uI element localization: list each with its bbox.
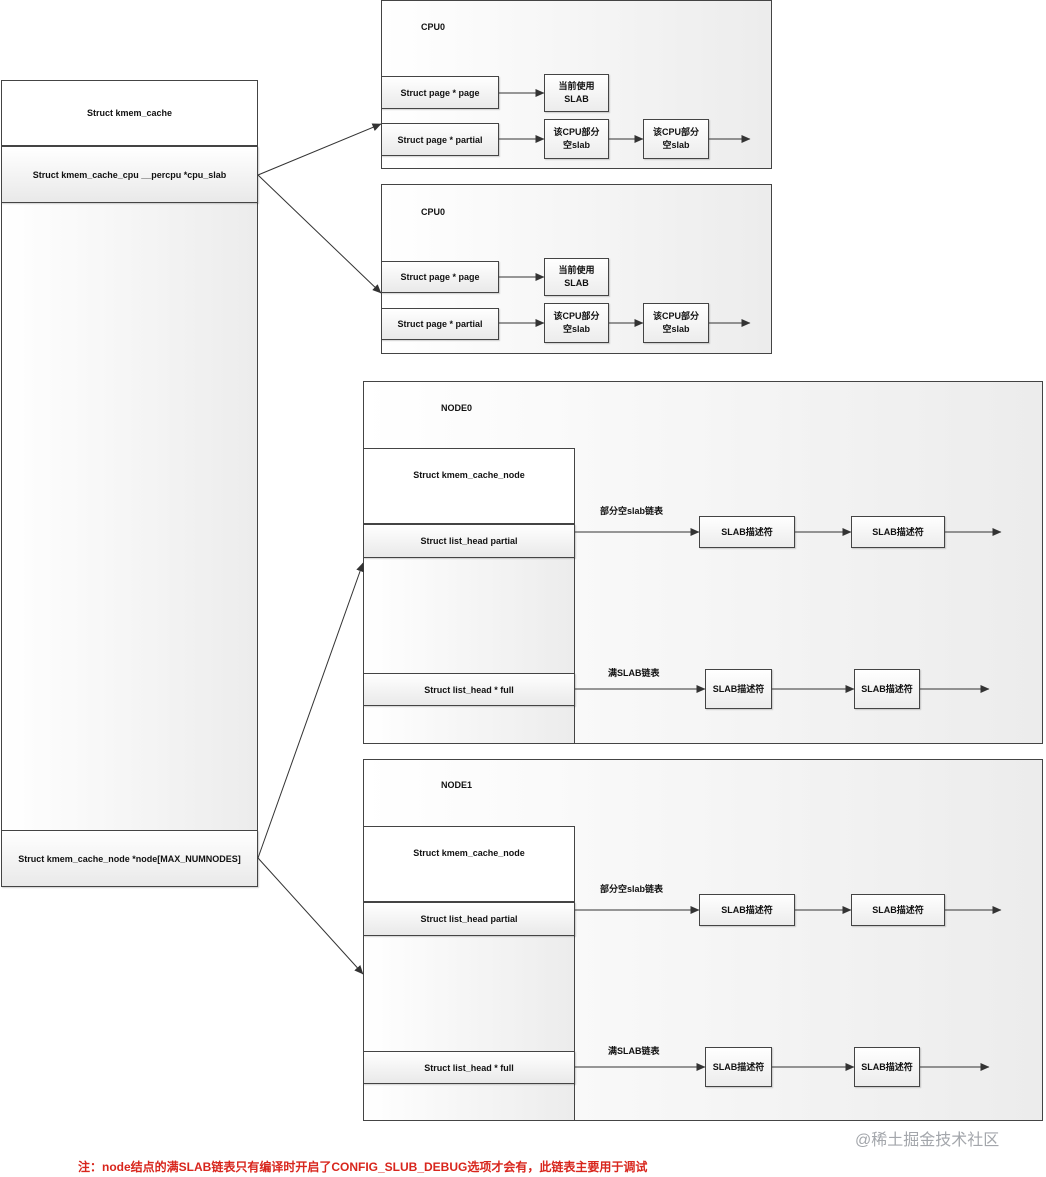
node-title-1: NODE1 [441, 780, 473, 790]
list-head-partial-1: Struct list_head partial [363, 902, 575, 936]
slab-desc-0-p1: SLAB描述符 [699, 516, 795, 548]
slab-desc-0-p2: SLAB描述符 [851, 516, 945, 548]
kmem-cache-struct [1, 80, 258, 887]
full-list-label-1: 满SLAB链表 [608, 1046, 660, 1056]
slab-desc-1-f1: SLAB描述符 [705, 1047, 772, 1087]
footnote: 注：node结点的满SLAB链表只有编译时开启了CONFIG_SLUB_DEBU… [78, 1160, 648, 1174]
slab-desc-0-f2: SLAB描述符 [854, 669, 920, 709]
list-head-partial-0: Struct list_head partial [363, 524, 575, 558]
partial-list-label-1: 部分空slab链表 [600, 884, 664, 894]
kmem-cache-node-title-0: Struct kmem_cache_node [363, 448, 575, 524]
cpu-partial-slab-2a: 该CPU部分 空slab [544, 303, 609, 343]
cpu-partial-field-2: Struct page * partial [381, 308, 499, 340]
slab-desc-1-f2: SLAB描述符 [854, 1047, 920, 1087]
current-slab-box-2: 当前使用 SLAB [544, 258, 609, 296]
kmem-cache-title: Struct kmem_cache [1, 80, 258, 146]
list-head-full-0: Struct list_head * full [363, 673, 575, 706]
node-title-0: NODE0 [441, 403, 473, 413]
cpu-page-field-2: Struct page * page [381, 261, 499, 293]
full-list-label-0: 满SLAB链表 [608, 668, 660, 678]
cpu-partial-field-1: Struct page * partial [381, 123, 499, 156]
slab-desc-0-f1: SLAB描述符 [705, 669, 772, 709]
cpu-partial-slab-2b: 该CPU部分 空slab [643, 303, 709, 343]
cpu-partial-slab-1a: 该CPU部分 空slab [544, 119, 609, 159]
slab-desc-1-p2: SLAB描述符 [851, 894, 945, 926]
cpu-title-1: CPU0 [421, 22, 446, 32]
cpu-partial-slab-1b: 该CPU部分 空slab [643, 119, 709, 159]
cpu-page-field-1: Struct page * page [381, 76, 499, 109]
partial-list-label-0: 部分空slab链表 [600, 506, 664, 516]
current-slab-box-1: 当前使用 SLAB [544, 74, 609, 112]
node-array-field: Struct kmem_cache_node *node[MAX_NUMNODE… [1, 830, 258, 887]
kmem-cache-node-title-1: Struct kmem_cache_node [363, 826, 575, 902]
slab-desc-1-p1: SLAB描述符 [699, 894, 795, 926]
watermark: @稀土掘金技术社区 [855, 1132, 1000, 1149]
cpu-slab-field: Struct kmem_cache_cpu __percpu *cpu_slab [1, 146, 258, 203]
cpu-title-2: CPU0 [421, 207, 446, 217]
list-head-full-1: Struct list_head * full [363, 1051, 575, 1084]
